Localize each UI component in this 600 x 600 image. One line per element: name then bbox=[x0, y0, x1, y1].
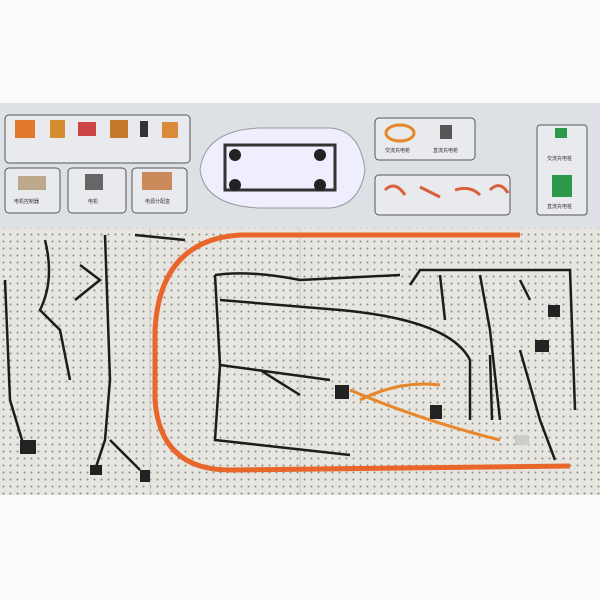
motor-label: 电机 bbox=[88, 199, 99, 205]
power-distribution-label: 电源分配盒 bbox=[145, 199, 171, 205]
connector-images bbox=[15, 120, 178, 138]
dc-gun-image bbox=[440, 125, 452, 139]
hv-cable-box bbox=[374, 174, 511, 216]
dc-gun-label: 直流充电枪 bbox=[433, 148, 459, 154]
black-wiring-harnesses bbox=[3, 233, 577, 471]
car-chassis-diagram bbox=[199, 127, 366, 209]
motor-controller-box bbox=[4, 167, 61, 214]
dc-station-image bbox=[552, 175, 572, 197]
orange-hv-cable bbox=[152, 232, 571, 473]
ac-gun-image bbox=[384, 123, 416, 143]
hv-cable-images bbox=[383, 184, 510, 199]
charging-station-box bbox=[536, 124, 588, 216]
motor-controller-label: 电机控制器 bbox=[14, 199, 40, 205]
ac-station-image bbox=[555, 128, 567, 138]
motor-controller-image bbox=[18, 176, 46, 190]
ac-gun-label: 交流充电枪 bbox=[385, 148, 411, 154]
ac-station-label: 交流充电桩 bbox=[547, 156, 573, 162]
dc-station-label: 直流充电桩 bbox=[547, 204, 573, 210]
connectors bbox=[20, 305, 560, 482]
motor-image bbox=[85, 174, 103, 190]
orange-branch-cable bbox=[349, 382, 501, 442]
motor-box bbox=[67, 167, 127, 214]
power-distribution-image bbox=[142, 172, 172, 190]
